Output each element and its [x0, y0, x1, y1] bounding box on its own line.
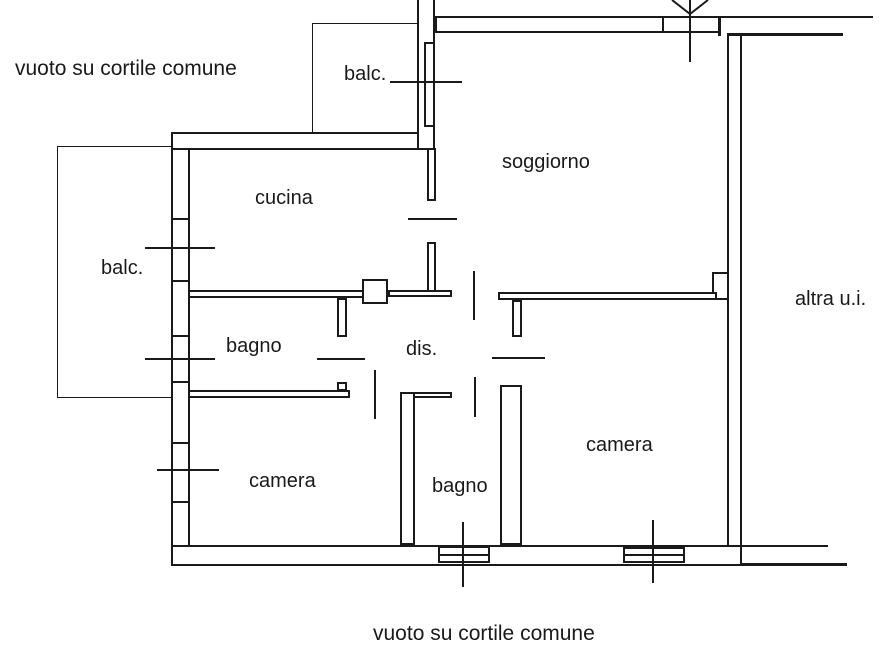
entry-door-arrow-icon: [671, 0, 709, 16]
room-label-camera-right: camera: [586, 434, 653, 456]
pillar: [362, 279, 388, 304]
window-camera-bottom: [623, 547, 685, 563]
window-balcony-door: [424, 42, 435, 127]
stub-dis-camera: [512, 300, 522, 337]
dash-dis-top-opening: [473, 271, 475, 320]
wall-camera-left-right: [400, 392, 415, 545]
annotation-altra-ui: altra u.i.: [795, 288, 867, 310]
balcony-top-outline: [312, 23, 418, 133]
wall-bagno-camera-divider: [500, 385, 522, 545]
dash-bagno-bottom-door: [474, 377, 476, 417]
room-label-balc-left: balc.: [101, 257, 144, 279]
wall-bagno-top: [188, 290, 364, 298]
room-label-soggiorno: soggiorno: [502, 151, 590, 173]
wall-cucina-divider-lower: [427, 242, 436, 297]
wall-mid-right-of-pillar: [388, 290, 452, 297]
wall-bagno-bottom: [188, 390, 350, 398]
room-label-dis: dis.: [406, 338, 438, 360]
stub-bagno-right: [337, 298, 347, 337]
line-neighbor-bottom-inner: [742, 545, 828, 547]
tick-window-left-2: [145, 358, 215, 360]
tick-window-camera-bottom: [652, 520, 654, 583]
tick-window-left-3: [157, 469, 219, 471]
entry-door-threshold: [662, 16, 720, 33]
tick-window-bagno-bottom: [462, 522, 464, 587]
dash-cucina-soggiorno-opening: [408, 218, 457, 220]
room-label-bagno-bottom: bagno: [432, 475, 488, 497]
entry-door-centerline: [689, 0, 691, 62]
wall-top-left: [171, 132, 435, 150]
tick-balcony-door: [390, 81, 462, 83]
dash-camera-left-door: [374, 370, 376, 419]
dash-camera-right-door: [492, 357, 545, 359]
line-neighbor-bottom-outer: [742, 563, 847, 566]
room-label-camera-left: camera: [249, 470, 316, 492]
dash-bagno-top-door: [317, 358, 365, 360]
window-left-3: [171, 442, 190, 503]
annotation-vuoto-bottom: vuoto su cortile comune: [373, 622, 595, 645]
window-left-1: [171, 218, 190, 282]
wall-soggiorno-bottom: [498, 292, 717, 300]
wall-right: [727, 33, 742, 547]
window-midline: [625, 554, 683, 556]
room-label-bagno-top: bagno: [226, 335, 282, 357]
tick-window-left-1: [145, 247, 215, 249]
window-bagno-bottom: [438, 546, 490, 563]
line-neighbor-top-inner: [728, 33, 843, 36]
wall-cucina-divider-upper: [427, 148, 436, 201]
window-midline: [440, 553, 488, 556]
annotation-vuoto-top: vuoto su cortile comune: [15, 57, 237, 80]
room-label-cucina: cucina: [255, 187, 313, 209]
balcony-left-outline: [57, 146, 172, 398]
line-neighbor-top-outer: [720, 16, 873, 18]
room-label-balc-top: balc.: [344, 63, 387, 85]
